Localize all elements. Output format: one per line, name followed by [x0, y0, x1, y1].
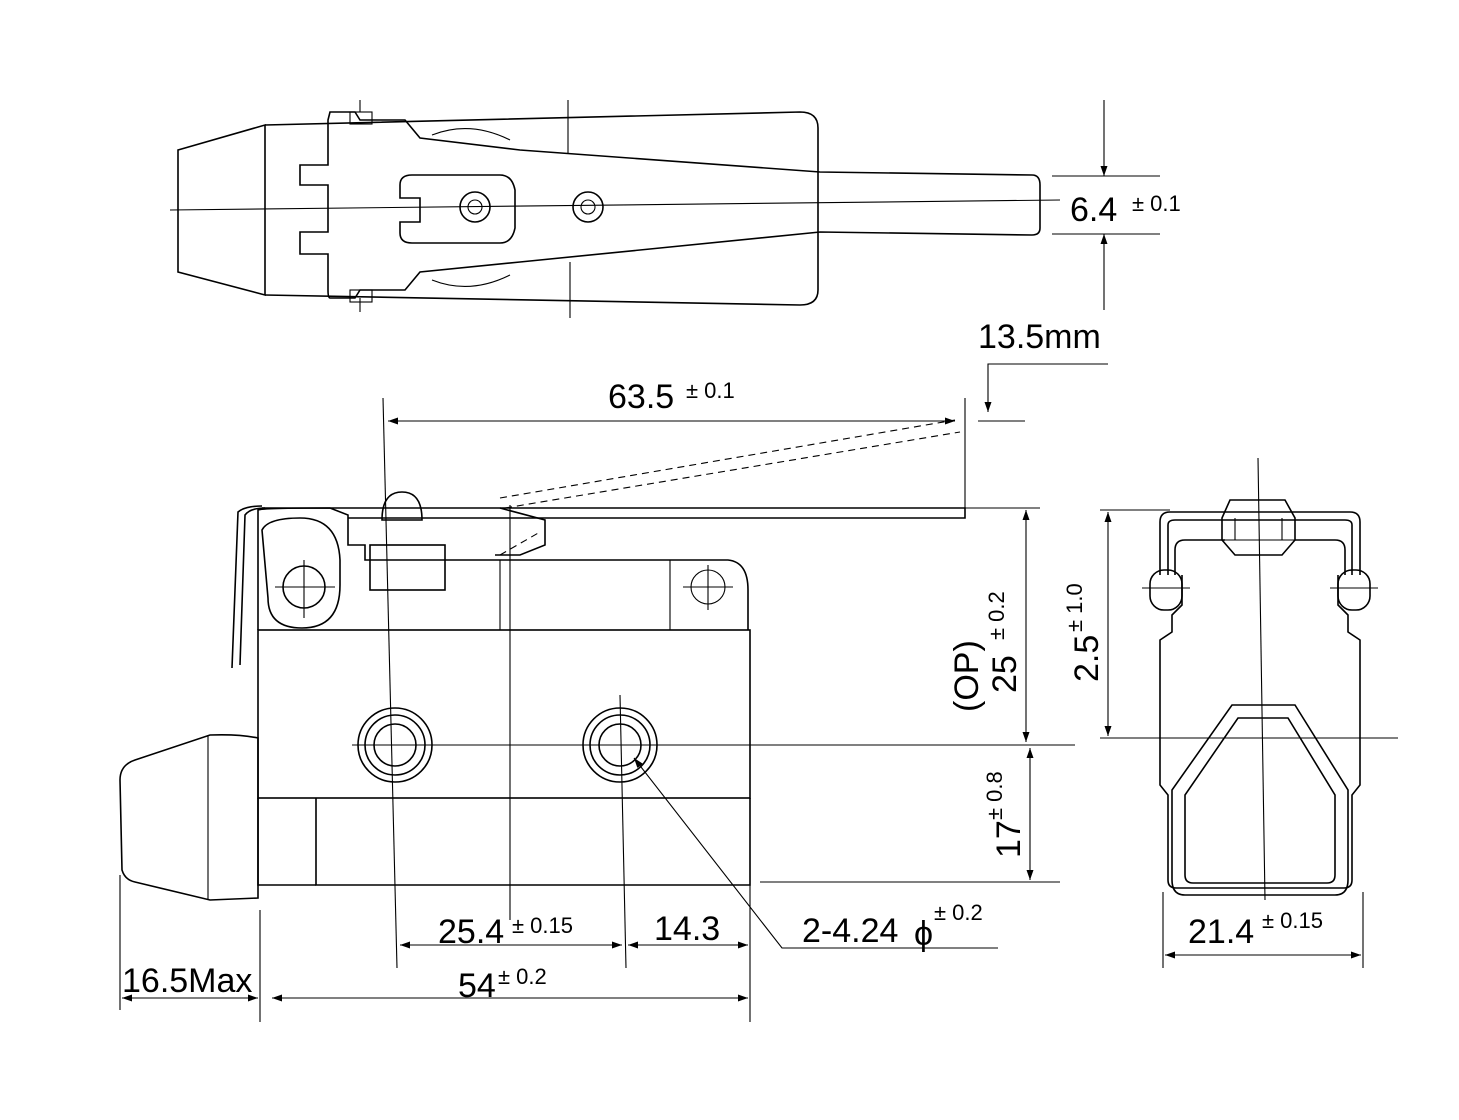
hole-height-tolerance: ± 0.8 — [982, 771, 1007, 820]
side-view — [119, 363, 1108, 1022]
op-value: 25 — [986, 655, 1024, 693]
lever-width-value: 6.4 — [1070, 191, 1117, 229]
body-width-tolerance: ± 0.15 — [1262, 908, 1323, 933]
pretravel-value: 2.5 — [1068, 635, 1106, 682]
mounting-holes-value: 2-4.24 — [802, 912, 898, 950]
hole-pitch-tolerance: ± 0.15 — [512, 913, 573, 938]
op-prefix: (OP) — [948, 640, 986, 712]
body-length-tolerance: ± 0.2 — [498, 964, 547, 989]
op-tolerance: ± 0.2 — [984, 591, 1009, 640]
pretravel-tolerance: ± 1.0 — [1062, 583, 1087, 632]
lever-length-value: 63.5 — [608, 378, 674, 416]
cap-length-value: 16.5Max — [122, 962, 252, 1000]
lever-length-tolerance: ± 0.1 — [686, 378, 735, 403]
mounting-holes-tolerance: ± 0.2 — [934, 900, 983, 925]
top-view — [169, 100, 1160, 318]
hole-pitch-value: 25.4 — [438, 913, 504, 951]
end-view — [1100, 457, 1398, 968]
body-length-value: 54 — [458, 967, 496, 1005]
hole-height-value: 17 — [990, 820, 1028, 858]
body-width-value: 21.4 — [1188, 913, 1254, 951]
lever-width-tolerance: ± 0.1 — [1132, 191, 1181, 216]
hole-to-edge-value: 14.3 — [654, 910, 720, 948]
overtravel-value: 13.5mm — [978, 318, 1101, 356]
diameter-symbol: ϕ — [914, 915, 933, 953]
